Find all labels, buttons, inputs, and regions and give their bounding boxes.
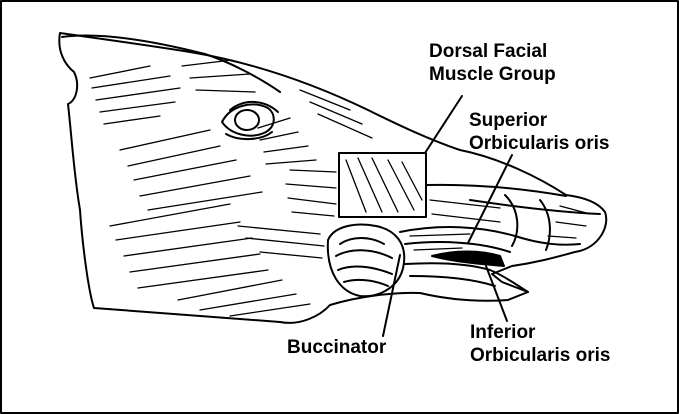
inferior-leader-line — [486, 266, 507, 321]
label-buccinator-line-1: Buccinator — [287, 336, 386, 359]
snout-ridge — [505, 195, 550, 250]
label-buccinator: Buccinator — [287, 336, 386, 359]
label-dorsal-line-1: Dorsal Facial — [429, 40, 556, 63]
label-superior-line-1: Superior — [469, 109, 609, 132]
eye — [222, 102, 278, 139]
label-dorsal-line-2: Muscle Group — [429, 63, 556, 86]
label-dorsal-facial-muscle-group: Dorsal Facial Muscle Group — [429, 40, 556, 86]
label-inferior-orbicularis-oris: Inferior Orbicularis oris — [470, 321, 610, 367]
label-superior-line-2: Orbicularis oris — [469, 132, 609, 155]
label-inferior-line-1: Inferior — [470, 321, 610, 344]
label-inferior-line-2: Orbicularis oris — [470, 344, 610, 367]
label-superior-orbicularis-oris: Superior Orbicularis oris — [469, 109, 609, 155]
buccinator-leader-line — [383, 255, 400, 336]
